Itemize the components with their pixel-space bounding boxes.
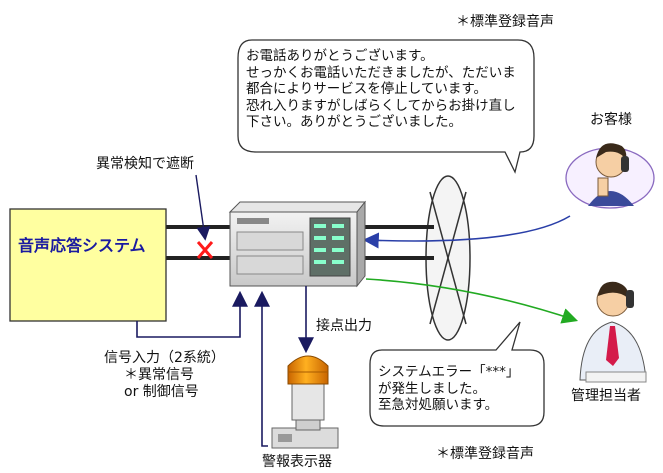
customer-bubble-line: 都合によりサービスを停止しています。 bbox=[246, 81, 487, 97]
manager-label: 管理担当者 bbox=[571, 388, 641, 404]
voice-response-system-label: 音声応答システム bbox=[18, 236, 146, 255]
alarm-label: 警報表示器 bbox=[262, 454, 332, 470]
manager-notify-line bbox=[365, 278, 579, 324]
manager-speech-bubble bbox=[369, 321, 545, 427]
signal-input-line-1: 信号入力（2系統） bbox=[104, 350, 225, 366]
interrupt-pointer-arrow bbox=[195, 174, 211, 241]
signal-input-line-3: or 制御信号 bbox=[124, 384, 199, 400]
manager-bubble-line: 至急対処願います。 bbox=[378, 397, 499, 413]
trunk-lines bbox=[166, 225, 434, 260]
customer-bubble-line: お電話ありがとうございます。 bbox=[246, 48, 434, 64]
signal-input-wire-1 bbox=[136, 290, 248, 338]
customer-bubble-note: ＊標準登録音声 bbox=[456, 14, 554, 30]
customer-figure bbox=[565, 143, 655, 209]
customer-bubble-line: 下さい。ありがとうございました。 bbox=[246, 114, 462, 130]
customer-speech-bubble bbox=[237, 39, 535, 174]
contact-output-label: 接点出力 bbox=[316, 318, 372, 334]
interrupt-x-mark bbox=[196, 241, 214, 259]
manager-bubble-line: が発生しました。 bbox=[378, 380, 486, 397]
network-ellipse bbox=[425, 175, 471, 341]
manager-figure bbox=[579, 281, 647, 383]
signal-input-wire-2 bbox=[254, 290, 270, 447]
customer-call-line bbox=[362, 215, 571, 249]
interrupt-label: 異常検知で遮断 bbox=[96, 156, 194, 172]
alarm-lamp bbox=[271, 355, 339, 449]
customer-bubble-text: お電話ありがとうございます。 せっかくお電話いただきましたが、ただいま 都合によ… bbox=[246, 48, 516, 131]
manager-bubble-line: システムエラー「***」 bbox=[378, 364, 520, 380]
voice-response-system-box bbox=[9, 208, 167, 322]
customer-bubble-line: 恐れ入りますがしばらくしてからお掛け直し bbox=[246, 97, 516, 114]
control-device bbox=[228, 200, 367, 288]
manager-bubble-note: ＊標準登録音声 bbox=[436, 446, 534, 462]
signal-input-line-2: ＊異常信号 bbox=[124, 367, 194, 383]
customer-label: お客様 bbox=[590, 112, 632, 128]
manager-bubble-text: システムエラー「***」 が発生しました。 至急対処願います。 bbox=[378, 364, 519, 414]
customer-bubble-line: せっかくお電話いただきましたが、ただいま bbox=[246, 64, 516, 81]
